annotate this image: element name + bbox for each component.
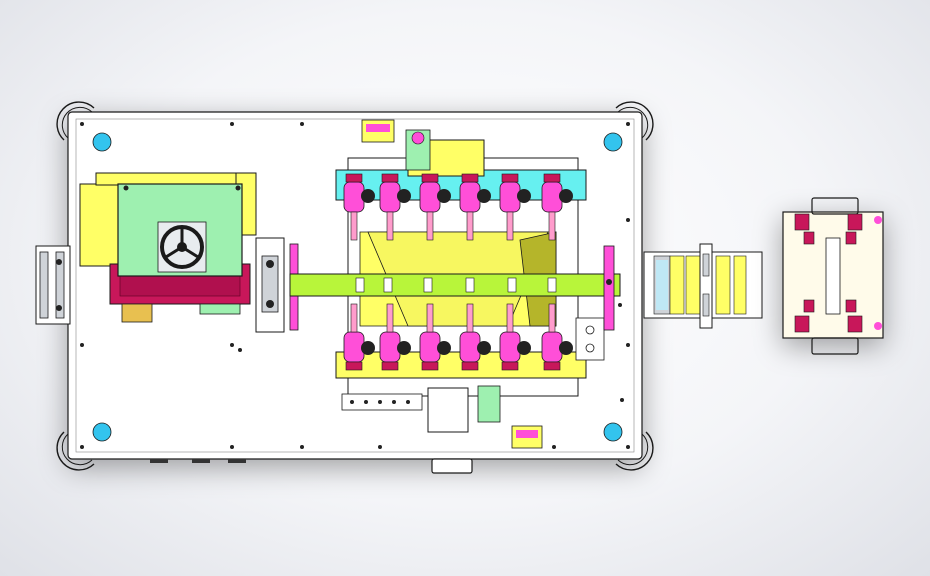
corner-foot-tl (56, 101, 95, 141)
lower-tool-4 (459, 303, 491, 371)
upper-tool-2 (379, 173, 411, 241)
handwheel[interactable] (157, 221, 207, 273)
lower-tool-5 (499, 303, 531, 371)
upper-tool-row (343, 173, 573, 241)
locating-hole-br (603, 422, 623, 442)
corner-foot-br (615, 431, 654, 471)
left-infeed-roller (35, 245, 71, 325)
output-conveyor (643, 243, 763, 329)
upper-tool-3 (419, 173, 451, 241)
locating-hole-tr (603, 132, 623, 152)
side-fixture (782, 197, 884, 355)
lower-tool-3 (419, 303, 451, 371)
transfer-bar (289, 245, 621, 331)
upper-tool-1 (343, 173, 375, 241)
corner-foot-tr (615, 101, 654, 141)
lower-tool-1 (343, 303, 375, 371)
locating-hole-tl (92, 132, 112, 152)
lower-tool-6 (541, 303, 573, 371)
lower-tool-row (343, 303, 573, 371)
bottom-handle[interactable] (431, 458, 473, 474)
lower-tool-2 (379, 303, 411, 371)
locating-hole-bl (92, 422, 112, 442)
corner-foot-bl (56, 431, 95, 471)
upper-tool-6 (541, 173, 573, 241)
upper-tool-4 (459, 173, 491, 241)
upper-tool-5 (499, 173, 531, 241)
